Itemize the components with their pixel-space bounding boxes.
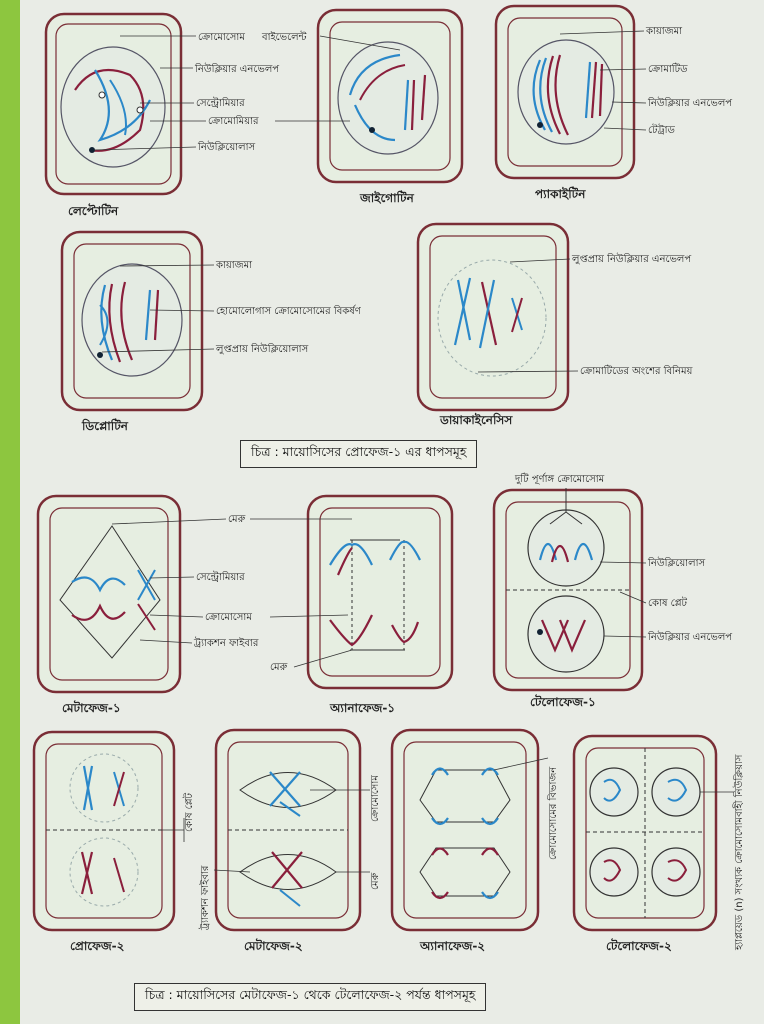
label-pole-2: মেরু bbox=[270, 662, 288, 673]
prophase1-caption: চিত্র : মায়োসিসের প্রোফেজ-১ এর ধাপসমূহ bbox=[240, 440, 478, 468]
label-chromosome: ক্রোমোসোম bbox=[198, 32, 245, 43]
anaphase1-cell bbox=[306, 494, 454, 690]
label-homologous-repulsion: হোমোলোগাস ক্রোমোসোমের বিকর্ষণ bbox=[216, 305, 362, 317]
label-haploid-nuclei: হ্যাপ্লয়েড (n) সংখ্যক ক্রোমোসোমবাহী নিউ… bbox=[732, 754, 745, 951]
metaphase1-name: মেটাফেজ-১ bbox=[62, 700, 121, 715]
label-chiasma-2: কায়াজমা bbox=[215, 260, 253, 271]
anaphase1-name: অ্যানাফেজ-১ bbox=[329, 701, 395, 715]
leptotene-cell bbox=[44, 12, 183, 196]
label-pole: মেরু bbox=[228, 514, 246, 525]
label-cell-plate-m2: কোষ প্লেট bbox=[182, 792, 195, 832]
label-disappearing-nucleolus: লুপ্তপ্রায় নিউক্লিয়োলাস bbox=[215, 342, 309, 355]
label-centromere: সেন্ট্রোমিয়ার bbox=[196, 97, 245, 109]
diakinesis-name: ডায়াকাইনেসিস bbox=[439, 412, 513, 427]
prophase2-cell bbox=[32, 730, 176, 932]
label-pole-m2: মেরু bbox=[370, 872, 381, 890]
metaphase1-cell bbox=[36, 494, 182, 694]
label-chromomere: ক্রোমোমিয়ার bbox=[208, 115, 259, 127]
telophase2-cell bbox=[572, 734, 718, 932]
metaphase2-name: মেটাফেজ-২ bbox=[244, 938, 303, 953]
label-nuclear-envelope-2: নিউক্লিয়ার এনভেলপ bbox=[647, 96, 732, 109]
label-nucleolus-m1: নিউক্লিয়োলাস bbox=[647, 556, 705, 569]
diakinesis-cell bbox=[416, 222, 570, 412]
telophase2-name: টেলোফেজ-২ bbox=[606, 938, 672, 953]
label-nuclear-envelope-m1: নিউক্লিয়ার এনভেলপ bbox=[647, 630, 732, 643]
label-chromosome-division: ক্রোমোসোমের বিভাজন bbox=[547, 766, 559, 860]
label-nuclear-envelope: নিউক্লিয়ার এনভেলপ bbox=[194, 62, 279, 75]
label-chromatid-exchange: ক্রোমাটিডের অংশের বিনিময় bbox=[580, 364, 694, 377]
label-cell-plate-m1: কোষ প্লেট bbox=[648, 596, 688, 609]
pachytene-cell bbox=[494, 4, 636, 180]
label-traction-fiber-m2: ট্র্যাকশন ফাইবার bbox=[199, 865, 211, 931]
label-chiasma: কায়াজমা bbox=[645, 26, 683, 37]
label-chromosome-m2: ক্রোমোসোম bbox=[370, 775, 381, 822]
metaphase2-cell bbox=[214, 728, 362, 932]
label-tetrad: টেট্রাড bbox=[648, 123, 676, 136]
telophase1-cell bbox=[492, 488, 644, 692]
anaphase2-name: অ্যানাফেজ-২ bbox=[419, 939, 485, 953]
label-centromere-m1: সেন্ট্রোমিয়ার bbox=[196, 571, 245, 583]
pachytene-name: প্যাকাইটিন bbox=[535, 186, 586, 201]
telophase1-name: টেলোফেজ-১ bbox=[530, 694, 596, 709]
label-chromatid: ক্রোমাটিড bbox=[648, 62, 688, 75]
label-bivalent: বাইভেলেন্ট bbox=[261, 31, 307, 43]
anaphase2-cell bbox=[390, 728, 540, 932]
diplotene-name: ডিপ্লোটিন bbox=[81, 418, 129, 433]
label-chromosome-m1: ক্রোমোসোম bbox=[205, 612, 252, 623]
left-green-band bbox=[0, 0, 20, 1024]
zygotene-name: জাইগোটিন bbox=[359, 190, 415, 205]
label-traction-fiber: ট্র্যাকশন ফাইবার bbox=[193, 637, 259, 649]
zygotene-cell bbox=[316, 8, 464, 184]
diplotene-cell bbox=[60, 230, 204, 412]
label-disappearing-envelope: লুপ্তপ্রায় নিউক্লিয়ার এনভেলপ bbox=[571, 252, 691, 265]
prophase2-name: প্রোফেজ-২ bbox=[70, 939, 125, 953]
label-nucleolus: নিউক্লিয়োলাস bbox=[197, 140, 255, 153]
leptotene-name: লেপ্টোটিন bbox=[68, 203, 119, 218]
meiosis-caption: চিত্র : মায়োসিসের মেটাফেজ-১ থেকে টেলোফে… bbox=[134, 983, 487, 1011]
label-two-full-chromosomes: দুটি পূর্ণাঙ্গ ক্রোমোসোম bbox=[514, 472, 605, 485]
